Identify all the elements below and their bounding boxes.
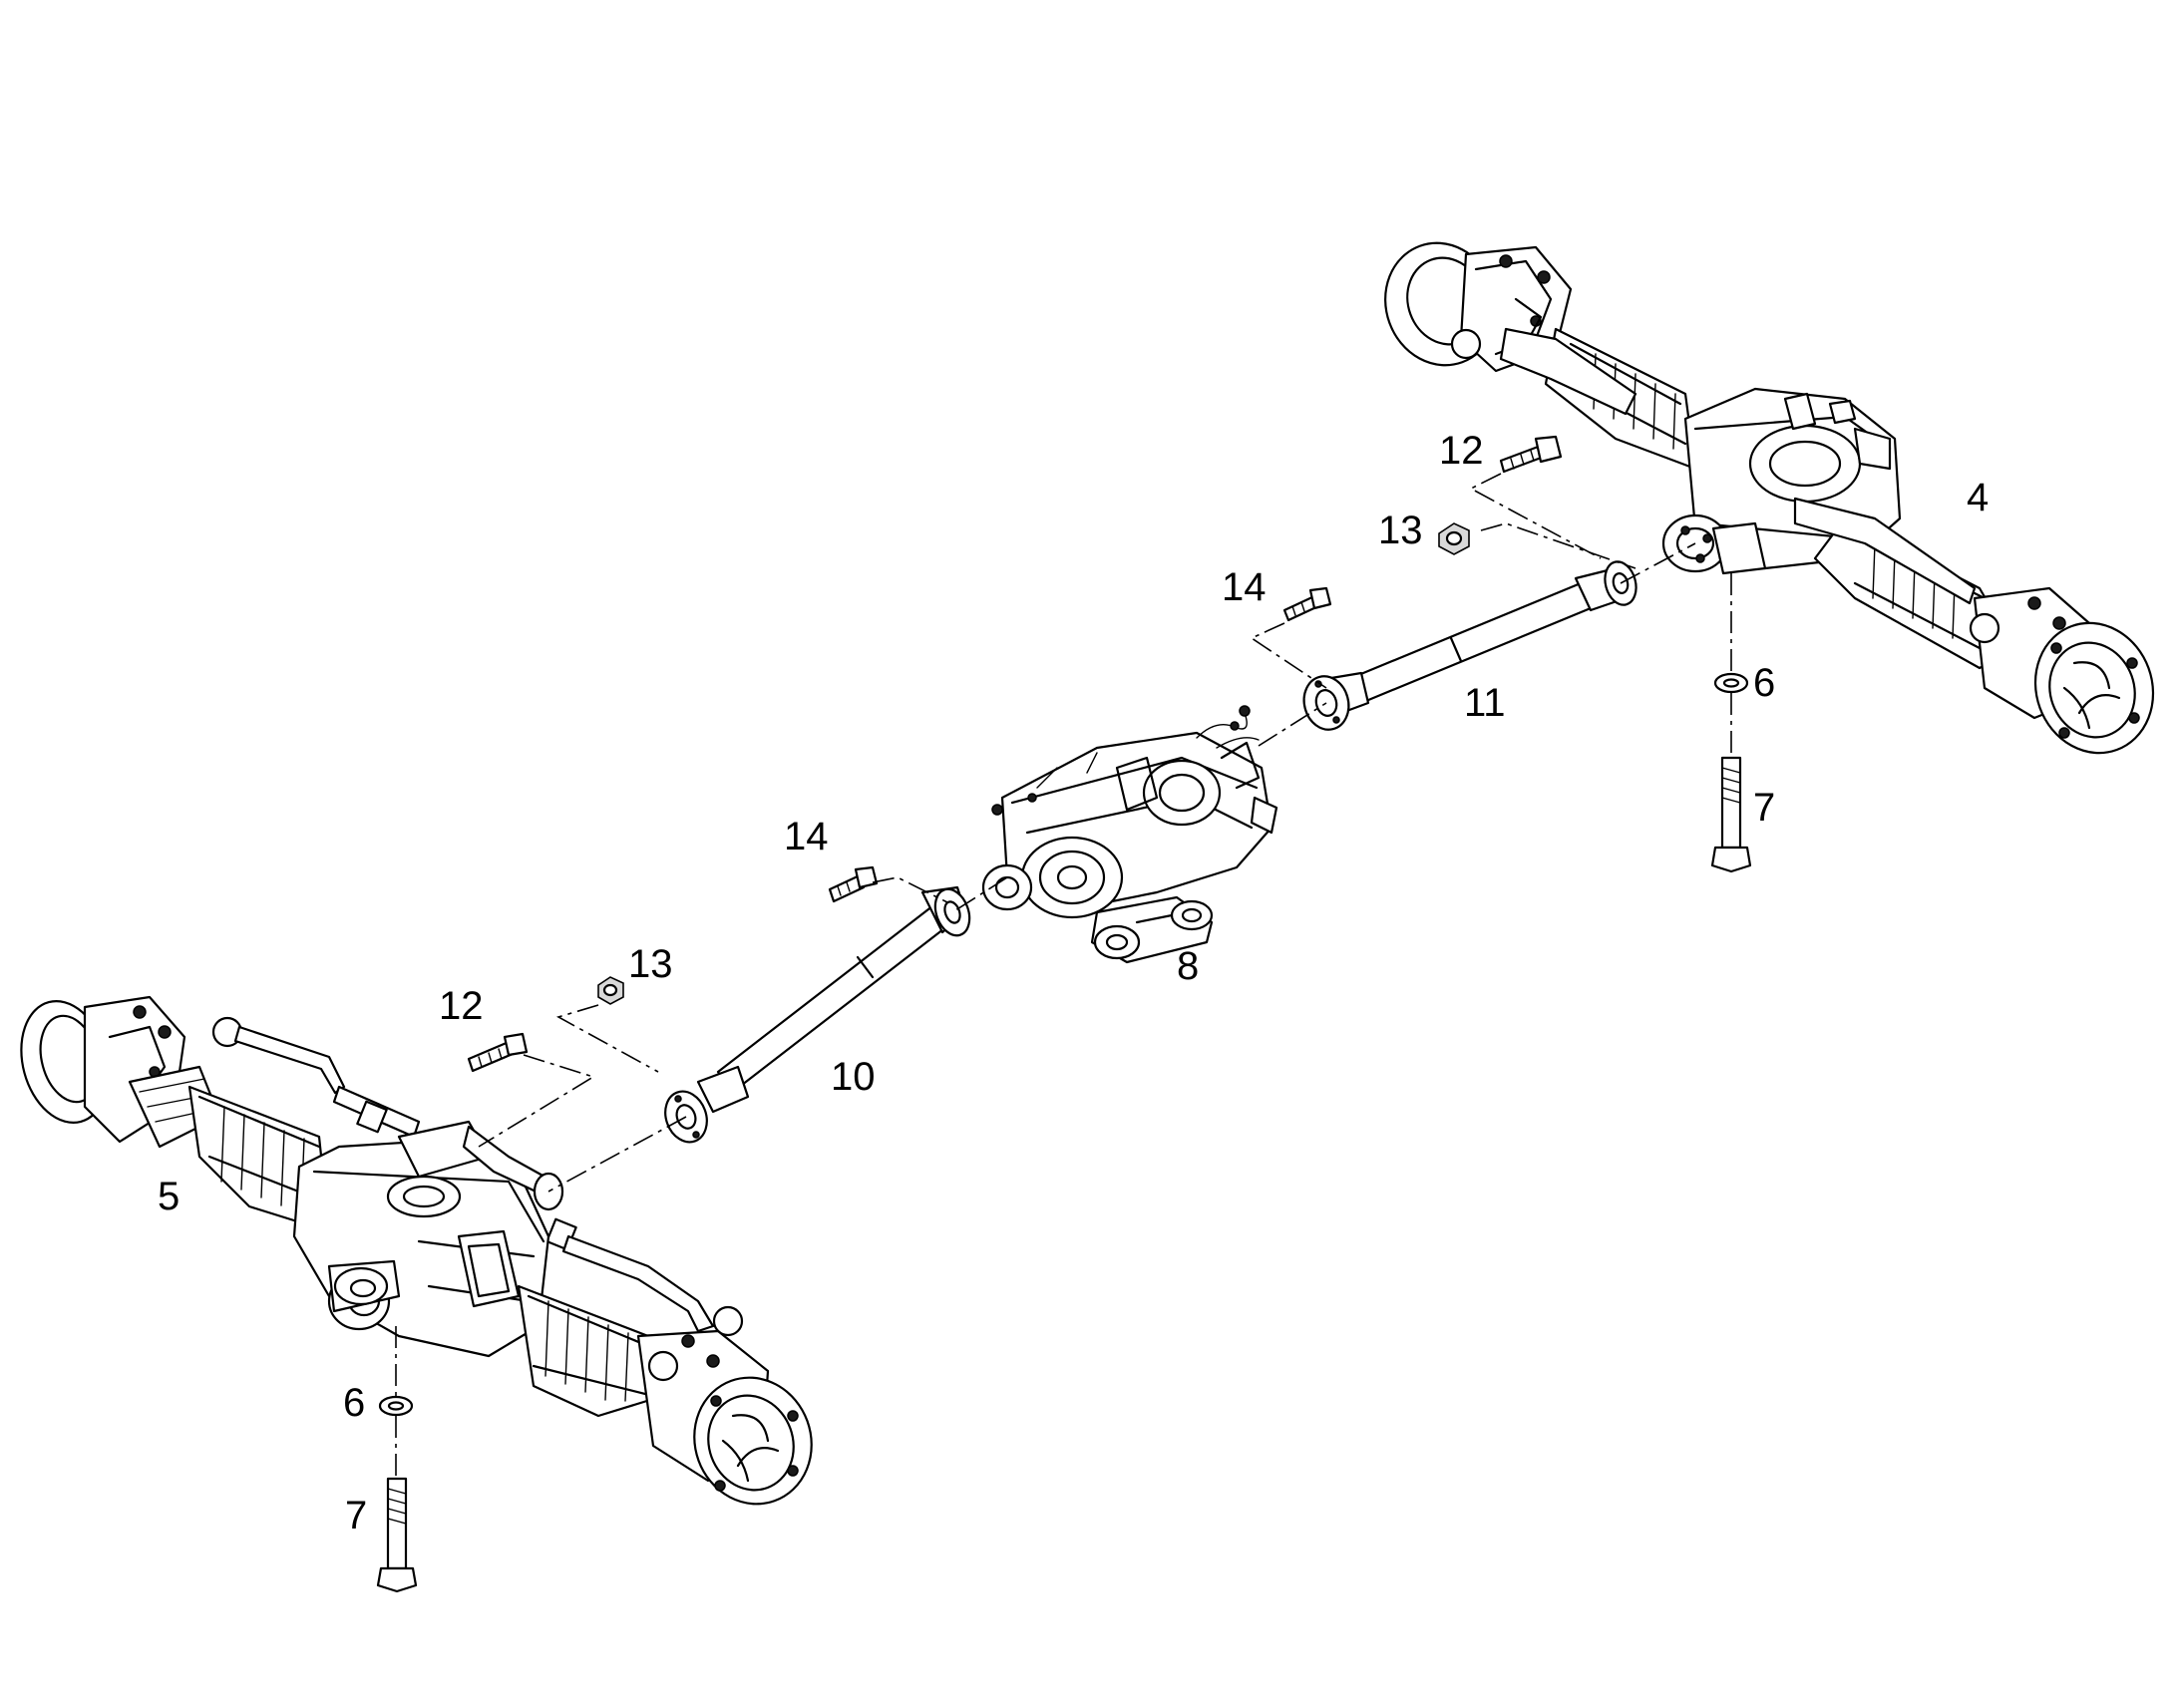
front-axle-tie-rod	[211, 1016, 744, 1337]
bolt-rear[interactable]	[1499, 435, 1563, 474]
rear-axle-right-hub	[1969, 586, 2155, 755]
front-axle-right-hub	[636, 1329, 813, 1506]
washer-front[interactable]	[378, 1395, 414, 1417]
front-drive-shaft[interactable]	[658, 884, 975, 1148]
callout-front-drive-shaft: 10	[831, 1055, 876, 1099]
callout-rear-drive-shaft: 11	[1464, 681, 1506, 725]
callout-bolt-gearbox-front: 14	[784, 815, 829, 858]
callouts: 4 5 6 6 7 7 8 10 11 12 12 13 13 14 14	[158, 429, 1989, 1537]
pivot-bolt-rear[interactable]	[1710, 756, 1752, 873]
callout-bolt-rear: 12	[1439, 429, 1484, 473]
callout-washer-rear: 6	[1753, 661, 1775, 705]
rear-axle-left-tube	[1499, 327, 1697, 471]
nut-front[interactable]	[597, 976, 624, 1005]
front-axle[interactable]	[8, 991, 829, 1521]
assembly-lines	[395, 473, 1732, 1479]
bolt-gearbox-rear[interactable]	[1282, 586, 1332, 622]
callout-pivot-bolt-front: 7	[345, 1494, 367, 1537]
callout-front-axle: 5	[158, 1175, 180, 1218]
front-axle-center-housing	[292, 1140, 550, 1358]
front-axle-left-hub	[20, 995, 221, 1149]
callout-pivot-bolt-rear: 7	[1753, 786, 1775, 830]
front-axle-right-tube	[517, 1284, 665, 1418]
pivot-bolt-front[interactable]	[376, 1477, 418, 1593]
rear-drive-shaft[interactable]	[1298, 558, 1640, 735]
washer-rear[interactable]	[1713, 672, 1749, 694]
rear-axle-pinion-flange	[1661, 513, 1767, 575]
callout-bolt-gearbox-rear: 14	[1222, 565, 1267, 609]
callout-bolt-front: 12	[439, 984, 484, 1028]
bolt-front[interactable]	[467, 1032, 529, 1073]
nut-rear[interactable]	[1438, 522, 1470, 555]
callout-rear-axle: 4	[1967, 476, 1989, 519]
rear-axle-right-tube	[1793, 497, 2016, 670]
callout-nut-rear: 13	[1378, 509, 1423, 552]
bolt-gearbox-front[interactable]	[828, 865, 879, 903]
transfer-gearbox[interactable]	[981, 705, 1278, 964]
callout-nut-front: 13	[628, 942, 673, 986]
rear-axle[interactable]	[1368, 227, 2171, 770]
callout-transfer-gearbox: 8	[1177, 944, 1199, 988]
callout-washer-front: 6	[343, 1381, 365, 1425]
